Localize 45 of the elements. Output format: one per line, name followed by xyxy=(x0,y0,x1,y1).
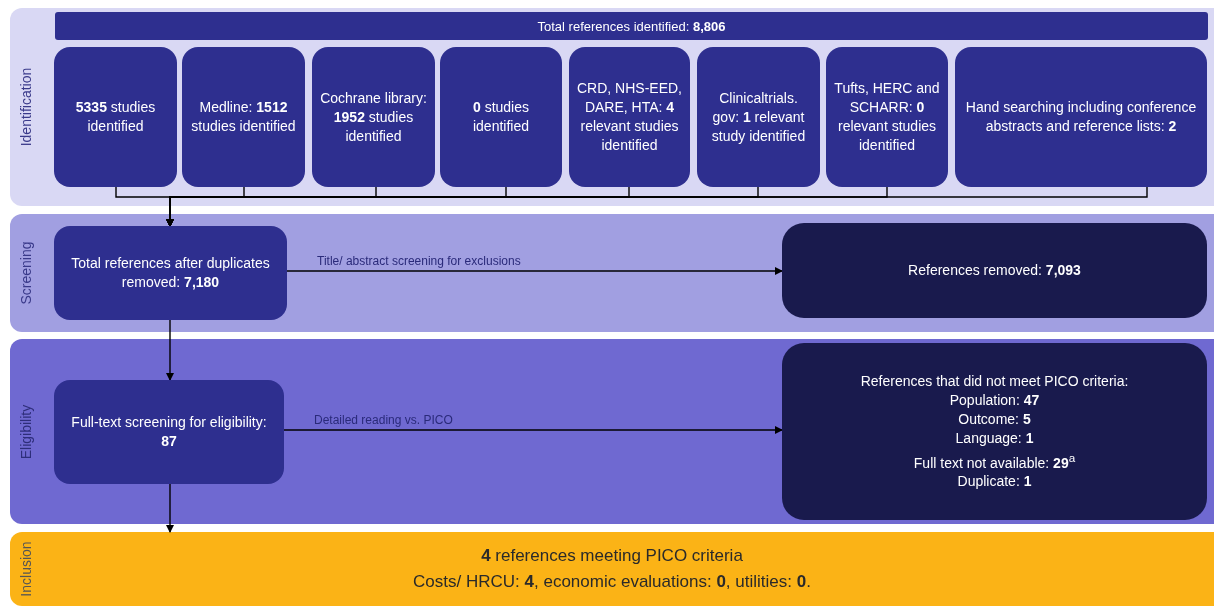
box-text: Total references after duplicates removed: 7,180 xyxy=(70,254,271,292)
box-text: References that did not meet PICO criteria: xyxy=(860,371,1129,391)
box-text: Language: 1 xyxy=(955,428,1034,448)
box-text: Tufts, HERC and SCHARR: 0 relevant studies identified xyxy=(834,79,940,155)
arrow xyxy=(166,319,174,381)
stage-heading: Inclusion xyxy=(17,540,35,599)
box-text: 5335 studies identified xyxy=(74,98,157,136)
box-text: Full text not available: 29$^{a}$ xyxy=(913,449,1076,473)
box-text: Hand searching including conference abstracts and reference lists: 2 xyxy=(964,98,1198,136)
source-box xyxy=(182,47,305,187)
arrow xyxy=(286,267,783,275)
stage-heading: Identification xyxy=(17,66,35,149)
source-box xyxy=(312,47,435,187)
box-text: References removed: 7,093 xyxy=(908,261,1081,280)
source-box xyxy=(54,47,177,187)
box-text: Clinicaltrials. gov: 1 relevant study identified xyxy=(710,88,807,146)
arrow xyxy=(166,483,174,533)
box-text: Full-text screening for eligibility: 87 xyxy=(70,413,268,451)
source-box xyxy=(697,47,820,187)
edge-label: Detailed reading vs. PICO xyxy=(314,413,453,427)
stage-heading: Screening xyxy=(17,240,35,307)
total-bar: Total references identified: 8,806 xyxy=(55,12,1208,40)
stage-band xyxy=(10,8,1214,206)
source-box xyxy=(826,47,948,187)
box-text: Outcome: 5 xyxy=(958,409,1031,429)
box-text: 0 studies identified xyxy=(471,98,530,136)
source-box xyxy=(955,47,1207,187)
process-box xyxy=(54,226,287,320)
arrow xyxy=(283,426,783,434)
box-text: Medline: 1512 studies identified xyxy=(190,98,297,136)
process-box xyxy=(54,380,284,484)
arrow xyxy=(166,186,1148,227)
exclusion-box xyxy=(782,343,1207,520)
box-text: Population: 47 xyxy=(949,390,1040,410)
source-box xyxy=(440,47,562,187)
stage-band xyxy=(10,532,1214,606)
exclusion-box xyxy=(782,223,1207,318)
box-text: Cochrane library: 1952 studies identified xyxy=(320,88,427,146)
box-text: Duplicate: 1 xyxy=(957,472,1032,492)
stage-band xyxy=(10,214,1214,332)
edge-label: Title/ abstract screening for exclusions xyxy=(317,254,521,268)
source-box xyxy=(569,47,690,187)
stage-heading: Eligibility xyxy=(17,403,35,461)
stage-band xyxy=(10,339,1214,524)
box-text: CRD, NHS-EED, DARE, HTA: 4 relevant studies identified xyxy=(577,79,682,155)
